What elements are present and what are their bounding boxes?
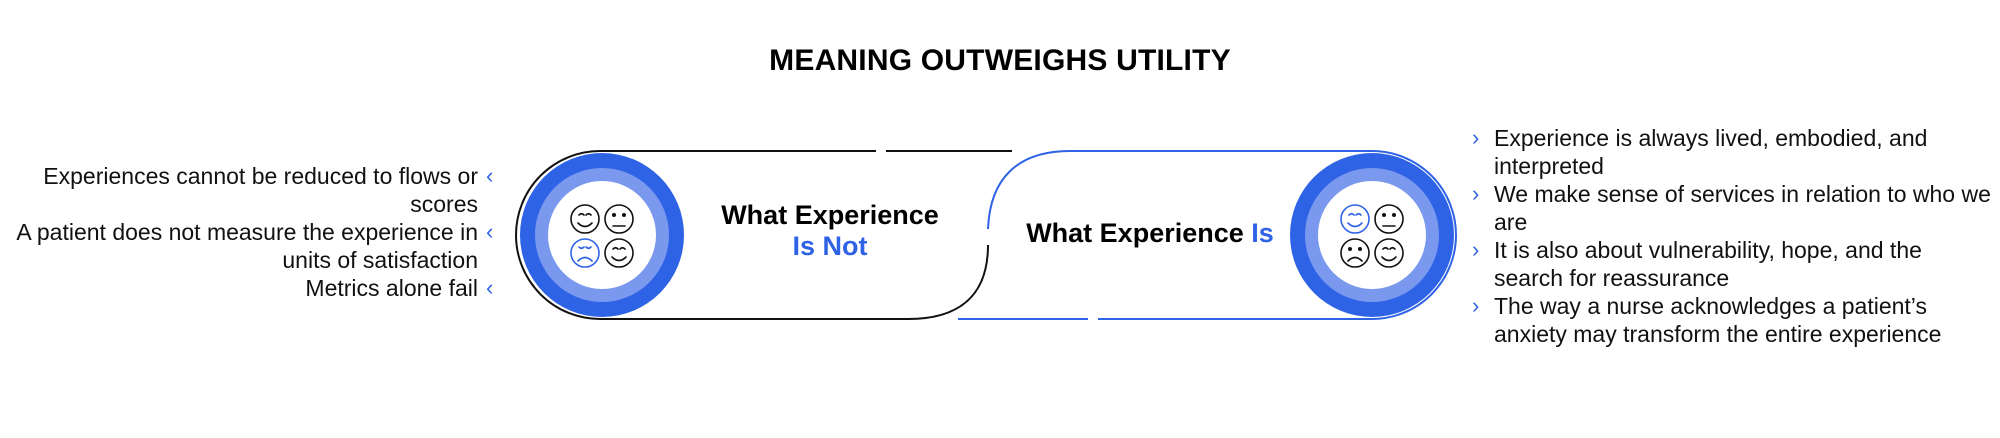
left-capsule-outline [515,150,1012,320]
chevron-right-icon: › [1472,237,1480,262]
list-item: Metrics alone fail ‹ [0,274,500,302]
left-point-text: Experiences cannot be reduced to flows o… [43,163,478,217]
right-points-list: › Experience is always lived, embodied, … [1472,124,1992,348]
chevron-left-icon: ‹ [486,163,494,188]
chevron-left-icon: ‹ [486,275,494,300]
right-point-text: Experience is always lived, embodied, an… [1494,125,1928,179]
list-item: A patient does not measure the experienc… [0,218,500,274]
label-is-accent: Is [1251,218,1274,248]
neutral-face-icon [604,204,634,234]
label-not-line1: What Experience [721,200,939,230]
diagram-title: MEANING OUTWEIGHS UTILITY [769,44,1231,77]
label-not-line2: Is Not [792,231,868,261]
right-point-text: It is also about vulnerability, hope, an… [1494,237,1922,291]
left-point-text: Metrics alone fail [305,275,478,301]
list-item: › Experience is always lived, embodied, … [1472,124,1992,180]
chevron-left-icon: ‹ [486,219,494,244]
list-item: Experiences cannot be reduced to flows o… [0,162,500,218]
label-is-prefix: What Experience [1026,218,1252,248]
right-faces-medallion [1290,153,1454,317]
right-point-text: The way a nurse acknowledges a patient’s… [1494,293,1942,347]
list-item: › It is also about vulnerability, hope, … [1472,236,1992,292]
left-faces-medallion [520,153,684,317]
sad-face-icon [570,238,600,268]
list-item: › We make sense of services in relation … [1472,180,1992,236]
right-point-text: We make sense of services in relation to… [1494,181,1991,235]
chevron-right-icon: › [1472,293,1480,318]
list-item: › The way a nurse acknowledges a patient… [1472,292,1992,348]
smiling-face-icon [570,204,600,234]
sad-face-icon [1340,238,1370,268]
right-capsule-outline [958,150,1457,320]
happy-face-icon [604,238,634,268]
neutral-face-icon [1374,204,1404,234]
what-experience-is-not-label: What Experience Is Not [700,200,960,262]
happy-face-icon [1374,238,1404,268]
chevron-right-icon: › [1472,181,1480,206]
left-point-text: A patient does not measure the experienc… [16,219,478,273]
left-points-list: Experiences cannot be reduced to flows o… [0,162,500,302]
smiling-face-icon [1340,204,1370,234]
what-experience-is-label: What Experience Is [1000,218,1300,249]
chevron-right-icon: › [1472,125,1480,150]
